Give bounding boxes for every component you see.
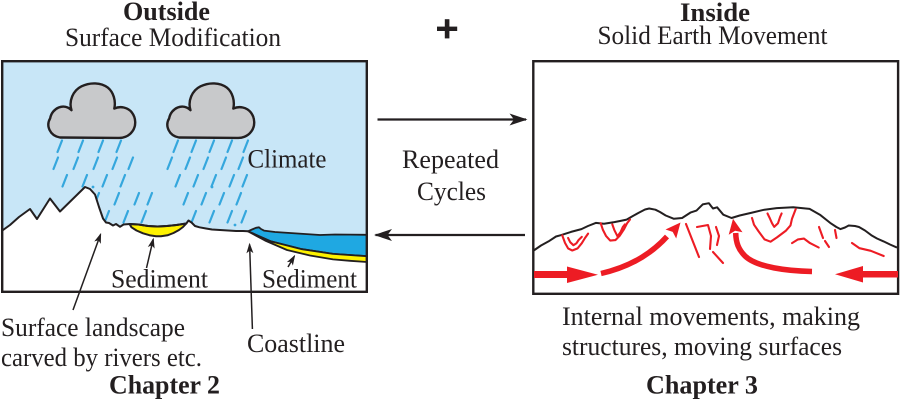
svg-text:Climate: Climate bbox=[248, 145, 327, 174]
svg-text:Coastline: Coastline bbox=[247, 329, 345, 358]
svg-text:Inside: Inside bbox=[680, 0, 750, 27]
svg-text:Surface Modification: Surface Modification bbox=[65, 23, 281, 52]
svg-text:Cycles: Cycles bbox=[417, 177, 486, 206]
svg-text:Chapter 3: Chapter 3 bbox=[646, 371, 758, 400]
svg-text:Sediment: Sediment bbox=[111, 265, 209, 294]
svg-text:Surface landscape: Surface landscape bbox=[1, 313, 185, 342]
svg-text:Internal movements, making: Internal movements, making bbox=[562, 302, 860, 331]
svg-text:Sediment: Sediment bbox=[262, 265, 358, 294]
svg-text:carved by rivers etc.: carved by rivers etc. bbox=[1, 343, 202, 372]
svg-text:Repeated: Repeated bbox=[402, 145, 499, 174]
svg-text:Chapter 2: Chapter 2 bbox=[109, 371, 220, 400]
svg-text:Outside: Outside bbox=[123, 0, 210, 26]
svg-text:structures, moving surfaces: structures, moving surfaces bbox=[562, 332, 842, 361]
svg-text:Solid Earth Movement: Solid Earth Movement bbox=[598, 21, 829, 50]
